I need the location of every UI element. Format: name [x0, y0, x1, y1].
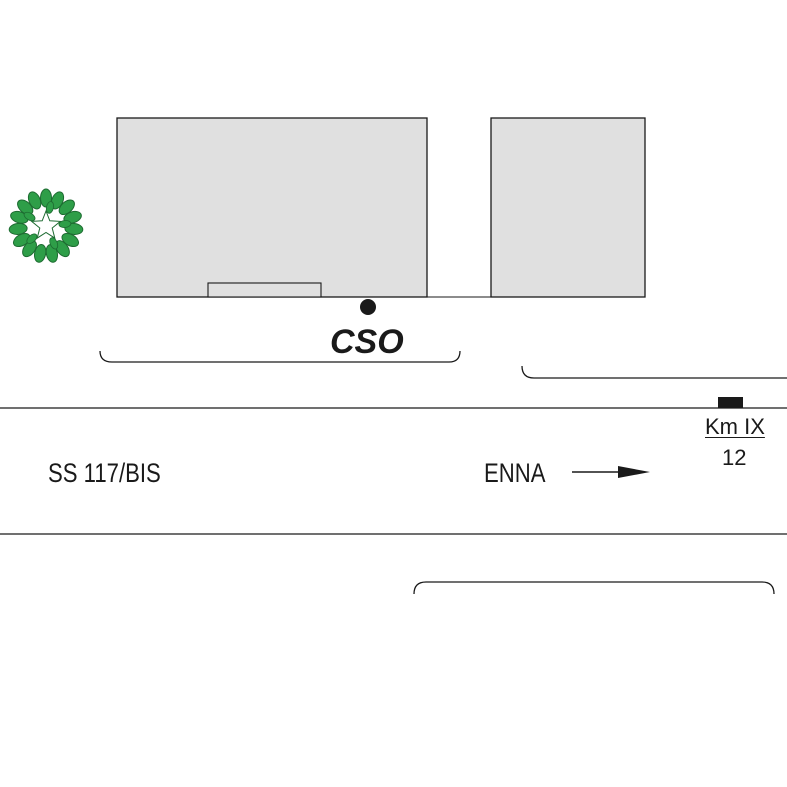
milestone-km-label: Km IX: [705, 414, 765, 439]
milestone-marker-icon: [718, 397, 743, 408]
direction-label: ENNA: [484, 458, 546, 488]
arrow-right-icon: [572, 466, 650, 478]
curb-north-left: [99, 350, 461, 363]
building-canopy: [207, 282, 322, 298]
station-dot-icon: [360, 299, 376, 315]
curb-south: [413, 581, 775, 595]
building-secondary: [490, 117, 646, 298]
building-main: [116, 117, 428, 298]
green-star-wreath-icon: [8, 188, 84, 263]
road-name-label: SS 117/BIS: [48, 458, 161, 488]
milestone-value: 12: [722, 445, 747, 470]
curb-north-right: [521, 365, 787, 379]
station-code-label: CSO: [330, 323, 404, 361]
